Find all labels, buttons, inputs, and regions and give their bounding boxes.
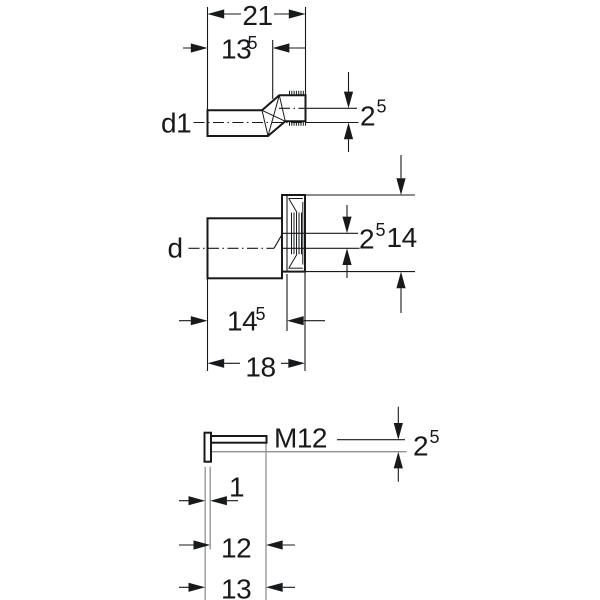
pin-head-outline: [203, 431, 212, 463]
bottom-view-pin: M12 2 5 1 12 13: [179, 406, 440, 600]
dim-offset-label: 2: [359, 224, 374, 255]
bend-edge: [261, 110, 269, 137]
arrowhead-right-icon: [288, 358, 305, 368]
dim-flange-height-label: 14: [387, 222, 417, 253]
dim-offset-superscript: 5: [376, 220, 386, 240]
middle-view-socket: 2 5 14 14 5 18 d: [168, 155, 417, 383]
dim-total-width-label: 21: [242, 0, 272, 31]
bend-diagonal: [267, 95, 280, 137]
dim-offset-label: 2: [413, 431, 428, 462]
arrowhead-right-icon: [190, 43, 208, 53]
dim-insert-depth-label: 14: [227, 306, 257, 337]
top-view-offset-adapter: 21 13 5 2 5 d1: [161, 0, 387, 152]
arrowhead-up-icon: [343, 122, 354, 140]
arrowhead-up-icon: [342, 248, 352, 265]
dim-offset-superscript: 5: [377, 97, 387, 117]
part-label-d: d: [168, 233, 183, 264]
part-label-d1: d1: [161, 108, 191, 139]
dim-total-length-label: 18: [245, 352, 275, 383]
arrowhead-down-icon: [393, 423, 403, 440]
pin-shaft-outline: [210, 435, 268, 444]
centerline-jog: [273, 233, 284, 249]
arrowhead-down-icon: [396, 178, 406, 195]
arrowhead-left-icon: [287, 316, 304, 326]
dim-head-width-label: 1: [229, 472, 244, 503]
extension-line: [305, 194, 415, 273]
thread-ticks: [289, 90, 306, 126]
arrowhead-left-icon: [266, 540, 283, 550]
arrowhead-right-icon: [188, 496, 206, 506]
dim-partial-width-label: 13: [221, 34, 251, 65]
arrowhead-left-icon: [210, 496, 227, 506]
arrowhead-left-icon: [207, 358, 225, 368]
arrowhead-up-icon: [393, 451, 403, 469]
dim-partial-width-superscript: 5: [248, 33, 258, 53]
arrowhead-left-icon: [207, 9, 225, 19]
dim-shaft-length-label: 12: [221, 533, 251, 564]
arrowhead-up-icon: [396, 271, 406, 289]
arrowhead-right-icon: [288, 9, 306, 19]
arrowhead-right-icon: [188, 582, 206, 592]
arrowhead-left-icon: [272, 43, 290, 53]
dim-offset-superscript: 5: [430, 427, 440, 447]
part-outline: [206, 94, 307, 137]
arrowhead-right-icon: [193, 540, 211, 550]
arrowhead-right-icon: [190, 316, 208, 326]
dim-total-length-label: 13: [221, 574, 251, 600]
part-label-m12: M12: [274, 423, 327, 454]
dim-offset-label: 2: [360, 101, 375, 132]
arrowhead-left-icon: [266, 582, 283, 592]
arrowhead-down-icon: [343, 91, 354, 109]
arrowhead-down-icon: [342, 216, 352, 234]
dim-insert-depth-superscript: 5: [256, 304, 266, 324]
